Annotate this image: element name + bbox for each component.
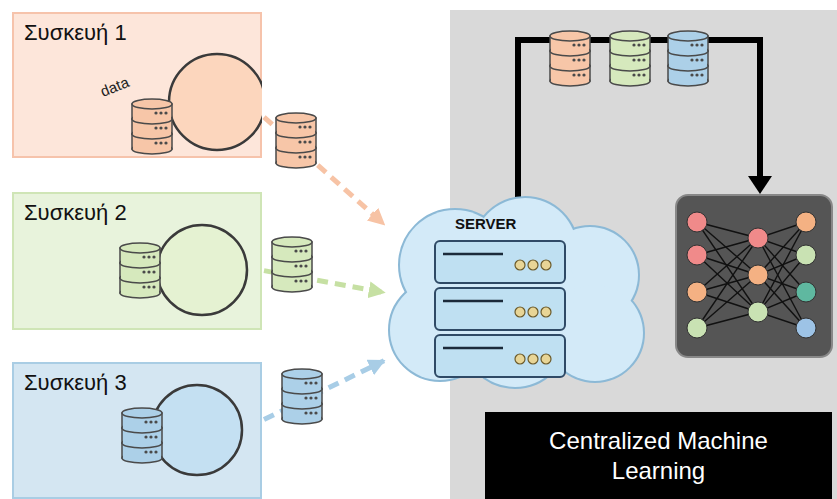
arrow-head [748,176,772,194]
database-icon [132,99,172,154]
device-panel: Συσκευή 2 [12,192,262,330]
device-panel: Συσκευή 1 [12,12,262,158]
database-icon [668,31,708,86]
database-icon [122,408,162,463]
server-cloud: SERVER [385,195,645,390]
dashed-arrow [264,117,384,224]
device-panel: Συσκευή 3 [12,362,262,499]
device-label: Συσκευή 3 [24,370,127,396]
panel-title: Centralized Machine Learning [539,426,779,486]
device-label: Συσκευή 1 [24,20,127,46]
node-shape [485,412,832,499]
database-icon [120,243,160,298]
neural-network [687,212,816,338]
database-icons [550,31,708,86]
database-icon [610,31,650,86]
database-icon [272,237,312,292]
database-icon [276,113,316,168]
title-box: Centralized Machine Learning [485,412,832,499]
database-icon [550,31,590,86]
server-label: SERVER [455,215,516,232]
dashed-arrow [264,361,384,420]
data-flow-line [518,40,760,200]
device-label: Συσκευή 2 [24,200,127,226]
database-icon [282,369,322,424]
neural-network-box [676,195,832,357]
